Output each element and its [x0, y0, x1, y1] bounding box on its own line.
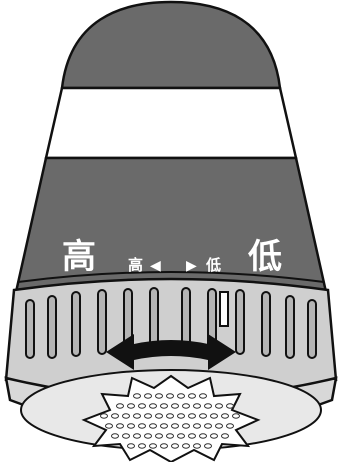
mesh-hole — [111, 413, 119, 419]
mesh-hole — [138, 443, 146, 449]
mesh-hole — [144, 433, 152, 439]
mesh-hole — [144, 393, 152, 399]
mesh-hole — [171, 443, 179, 449]
mesh-hole — [177, 413, 185, 419]
low-label-small: 低 — [205, 256, 221, 274]
high-label-large: 高 — [62, 237, 96, 277]
dial-pointer — [219, 291, 229, 327]
mesh-hole — [155, 393, 163, 399]
mesh-hole — [188, 433, 196, 439]
mesh-hole — [177, 393, 185, 399]
mesh-hole — [204, 443, 212, 449]
high-label-small: 高 — [128, 256, 143, 274]
mesh-hole — [199, 393, 207, 399]
mesh-hole — [160, 443, 168, 449]
white-band — [44, 86, 298, 160]
mesh-hole — [193, 403, 201, 409]
mesh-hole — [138, 423, 146, 429]
mesh-hole — [171, 423, 179, 429]
mesh-hole — [221, 413, 229, 419]
mesh-hole — [149, 403, 157, 409]
low-label-large: 低 — [248, 237, 282, 277]
mesh-blade-icon — [81, 374, 261, 462]
mesh-hole — [215, 403, 223, 409]
right-arrow-icon: ▶ — [186, 258, 197, 274]
mesh-hole — [160, 423, 168, 429]
mesh-hole — [215, 423, 223, 429]
mesh-hole — [221, 433, 229, 439]
mesh-hole — [193, 443, 201, 449]
double-arrow-icon — [106, 334, 236, 370]
mesh-hole — [149, 423, 157, 429]
mesh-hole — [199, 433, 207, 439]
mesh-hole — [116, 423, 124, 429]
mesh-hole — [127, 423, 135, 429]
mesh-hole — [133, 393, 141, 399]
left-arrow-icon: ◀ — [150, 258, 161, 274]
mesh-hole — [166, 413, 174, 419]
mesh-hole — [204, 403, 212, 409]
mesh-hole — [155, 433, 163, 439]
mesh-hole — [166, 433, 174, 439]
mesh-hole — [182, 423, 190, 429]
mesh-hole — [226, 403, 234, 409]
mesh-hole — [232, 413, 240, 419]
mesh-hole — [188, 393, 196, 399]
mesh-hole — [171, 403, 179, 409]
body-bottom-curve — [17, 271, 325, 283]
mesh-hole — [166, 393, 174, 399]
mesh-hole — [188, 413, 196, 419]
mesh-hole — [193, 423, 201, 429]
mesh-hole — [204, 423, 212, 429]
mesh-hole — [105, 423, 113, 429]
mesh-hole — [122, 433, 130, 439]
mesh-hole — [127, 403, 135, 409]
mesh-hole — [226, 423, 234, 429]
mesh-hole — [182, 403, 190, 409]
mesh-hole — [133, 413, 141, 419]
mesh-hole — [155, 413, 163, 419]
mesh-hole — [210, 413, 218, 419]
mesh-hole — [149, 443, 157, 449]
mesh-hole — [133, 433, 141, 439]
mesh-hole — [144, 413, 152, 419]
mesh-hole — [116, 403, 124, 409]
mesh-hole — [111, 433, 119, 439]
dial-grip-ribs — [25, 287, 317, 359]
cap-dome — [60, 0, 282, 90]
mesh-hole — [182, 443, 190, 449]
mesh-hole — [100, 413, 108, 419]
mesh-hole — [177, 433, 185, 439]
mesh-hole — [160, 403, 168, 409]
mesh-hole — [210, 433, 218, 439]
mesh-hole — [122, 413, 130, 419]
mesh-hole — [199, 413, 207, 419]
mesh-hole — [138, 403, 146, 409]
mesh-hole — [127, 443, 135, 449]
